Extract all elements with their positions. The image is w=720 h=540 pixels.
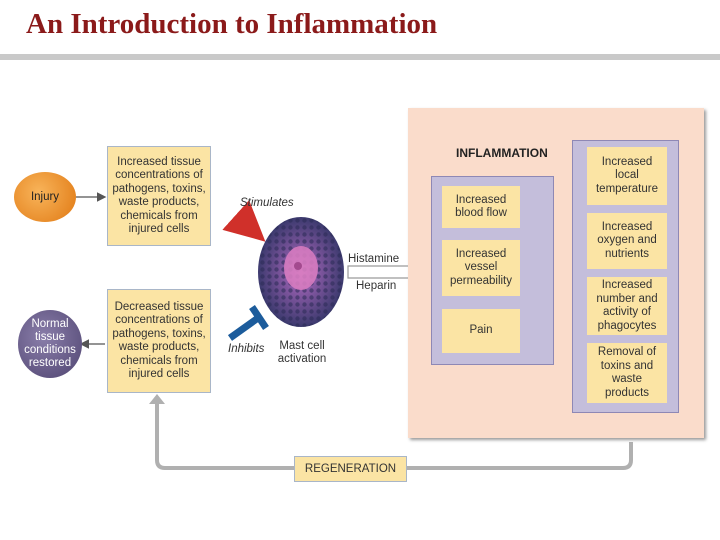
- regeneration-label: REGENERATION: [304, 463, 397, 475]
- outcome-phagocytes: Increased number and activity of phagocy…: [596, 279, 658, 332]
- effect-vessel-permeability: Increased vessel permeability: [450, 247, 512, 287]
- histamine-label: Histamine: [348, 253, 400, 265]
- increased-concentrations-text: Increased tissue concentrations of patho…: [112, 155, 206, 236]
- effect-box: Pain: [442, 309, 520, 353]
- decreased-concentrations-text: Decreased tissue concentrations of patho…: [112, 300, 206, 381]
- regeneration-line-left: [155, 402, 294, 470]
- outcome-toxin-removal: Removal of toxins and waste products: [597, 346, 657, 399]
- regeneration-box: REGENERATION: [294, 456, 407, 482]
- decreased-concentrations-box: Decreased tissue concentrations of patho…: [107, 289, 211, 393]
- injury-circle: Injury: [14, 172, 76, 222]
- injury-label: Injury: [30, 190, 60, 203]
- normal-label: Normal tissue conditions restored: [24, 318, 76, 369]
- effect-box: Increased vessel permeability: [442, 240, 520, 296]
- mast-cell-label: Mast cell activation: [277, 340, 327, 365]
- inflammation-title: INFLAMMATION: [456, 146, 548, 160]
- effect-blood-flow: Increased blood flow: [455, 193, 507, 220]
- slide-title: An Introduction to Inflammation: [26, 8, 438, 40]
- effect-pain: Pain: [469, 324, 493, 337]
- outcome-oxygen-nutrients: Increased oxygen and nutrients: [597, 220, 657, 260]
- outcome-box: Increased number and activity of phagocy…: [587, 277, 667, 335]
- effect-box: Increased blood flow: [442, 186, 520, 228]
- regeneration-line-right: [407, 442, 633, 470]
- outcome-temperature: Increased local temperature: [595, 155, 658, 195]
- heparin-label: Heparin: [356, 280, 397, 292]
- stimulates-label: Stimulates: [240, 197, 294, 209]
- outcome-box: Increased oxygen and nutrients: [587, 213, 667, 269]
- outcome-box: Removal of toxins and waste products: [587, 343, 667, 403]
- regeneration-arrowhead: [149, 394, 165, 404]
- stimulates-arrow: [222, 200, 266, 242]
- inhibit-bar: [227, 305, 269, 341]
- normal-conditions-circle: Normal tissue conditions restored: [18, 310, 82, 378]
- increased-concentrations-box: Increased tissue concentrations of patho…: [107, 146, 211, 246]
- outcome-box: Increased local temperature: [587, 147, 667, 205]
- title-divider: [0, 54, 720, 60]
- inhibits-label: Inhibits: [228, 343, 265, 355]
